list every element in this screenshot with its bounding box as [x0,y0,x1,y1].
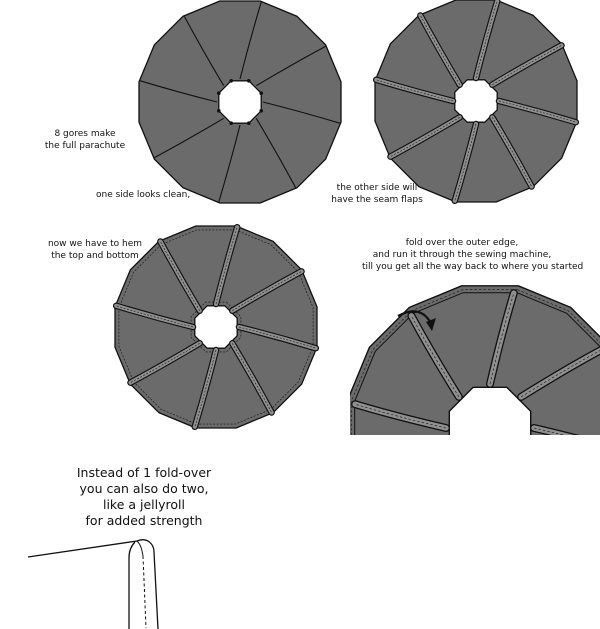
caption-jellyroll: Instead of 1 fold-over you can also do t… [64,465,224,529]
caption-fold: fold over the outer edge, and run it thr… [362,237,584,273]
caption-gores-line-1: 8 gores make [54,129,116,139]
canopy-ring [374,0,578,203]
seam-flap [378,459,459,507]
seam-flap [466,472,490,563]
seam-flap-fill [521,459,569,540]
seam-stitch [454,123,477,201]
seam-stitch [376,79,454,102]
caption-jellyroll-line-2: you can also do two, [79,481,209,496]
vent-corner-mark [247,121,251,125]
caption-jellyroll-line-3: like a jellyroll [102,497,185,512]
caption-hem-line-2: the top and bottom [51,251,139,261]
parachute-hem-stitching [112,223,320,431]
seam-stitch [232,343,272,413]
seam-flap [521,459,569,540]
gore-seam [218,124,241,202]
vent-corner-mark [229,79,233,83]
parachute-seam-side [372,0,580,205]
seam-stitch [475,1,498,79]
jellyroll-fold-sketch [27,539,159,629]
seam-stitch [390,117,460,157]
seam-stitch [355,403,447,429]
gore-seam [239,2,262,80]
caption-jellyroll-line-1: Instead of 1 fold-over [76,465,212,480]
gore-seam [154,117,224,159]
vent-corner-mark [247,79,251,83]
seam-stitch [232,271,302,311]
seam-stitch [378,459,459,507]
seam-stitch [116,305,194,328]
caption-seam-side-line-1: the other side will [336,183,418,193]
fold-direction-arrow-icon [397,310,436,331]
gore-seam [183,16,225,86]
vent-corner-mark [217,109,221,113]
seam-stitch [489,293,515,385]
vent-corner-mark [229,121,233,125]
seam-stitch [215,227,238,305]
seam-stitch [520,350,600,398]
seam-stitch [160,241,200,311]
seam-stitch [492,117,532,187]
vent-corner-mark [217,91,221,95]
seam-stitch [498,100,576,123]
caption-gores-line-2: the full parachute [44,141,126,151]
seam-flap-fill [378,459,459,507]
caption-clean-side: one side looks clean, [96,190,191,200]
seam-stitch [420,15,460,85]
gore-seam [140,80,218,103]
caption-fold-line-3: till you get all the way back to where y… [362,262,584,272]
parachute-fold-edge-closeup [350,285,600,563]
caption-fold-line-2: and run it through the sewing machine, [372,250,552,260]
seam-stitch [466,472,490,563]
folded-edge-line [354,292,600,435]
seam-stitch [411,315,460,398]
seam-stitch [238,326,316,349]
canopy-ring [138,0,342,204]
seam-stitch [492,45,562,85]
gore-seam [255,118,297,188]
seam-flap-fill [466,472,490,563]
caption-hem-line-1: now we have to hem [47,239,143,249]
caption-gores: 8 gores make the full parachute [30,128,140,152]
caption-seam-side-line-2: have the seam flaps [331,195,423,205]
caption-fold-line-1: fold over the outer edge, [405,238,519,248]
seam-stitch [194,349,217,427]
vent-corner-mark [259,109,264,113]
parachute-clean-side [138,0,342,204]
seam-stitch [521,459,569,540]
seam-stitch [533,427,565,435]
caption-hem: now we have to hem the top and bottom [40,238,150,262]
gore-seam [256,45,326,87]
vent-corner-mark [259,91,264,95]
caption-jellyroll-line-4: for added strength [85,513,203,528]
seam-stitch [130,343,200,383]
caption-seam-side: the other side will have the seam flaps [322,182,432,206]
canopy-closeup [350,285,600,435]
gore-seam [262,101,340,124]
